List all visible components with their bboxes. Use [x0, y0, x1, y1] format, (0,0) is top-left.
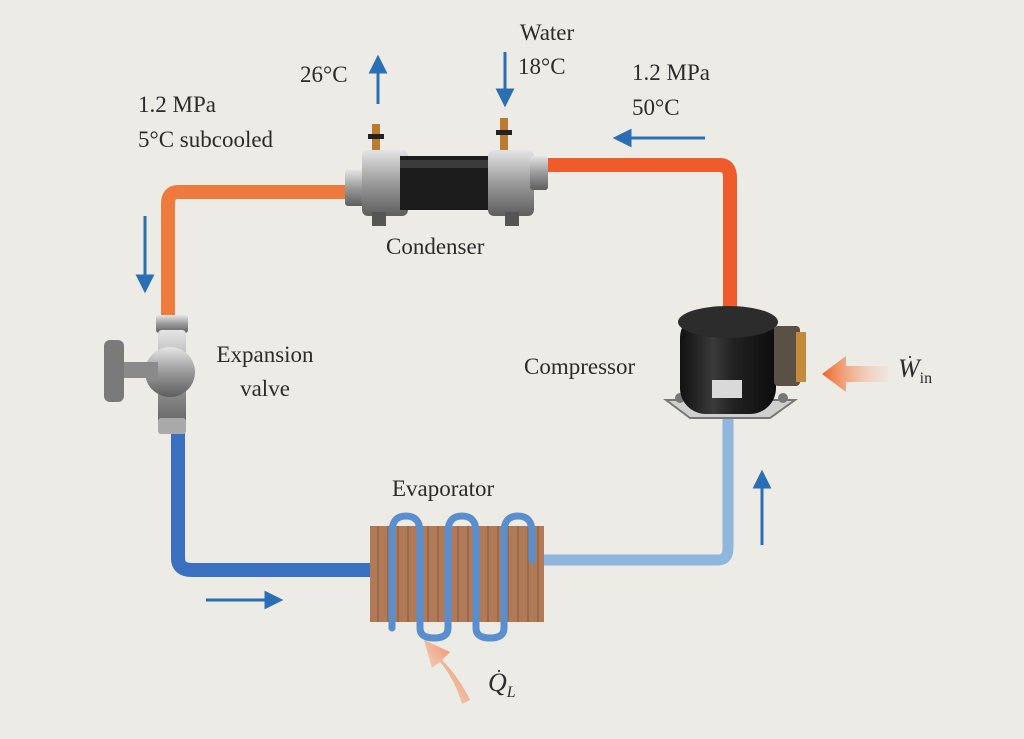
inlet-pressure: 1.2 MPa: [632, 60, 710, 85]
inlet-temperature: 50°C: [632, 95, 680, 120]
work-input-symbol: ·Win: [898, 347, 933, 394]
hot-pipe-top-right: [545, 158, 737, 318]
water-inlet-temp: 18°C: [518, 54, 566, 79]
flow-arrows: [135, 52, 772, 610]
expansion-valve-label-line1: Expansion: [216, 342, 314, 367]
expansion-valve-label-line2: valve: [240, 376, 290, 401]
work-symbol-letter: ·W: [898, 347, 920, 383]
arrow-water-out-icon: [368, 54, 388, 104]
heat-in-arrow-icon: [424, 640, 470, 704]
hot-pipe-top-left: [161, 185, 348, 318]
work-in-arrow-icon: [822, 356, 888, 392]
compressor-label: Compressor: [524, 354, 636, 379]
pipes: [161, 158, 737, 577]
water-label: Water: [519, 20, 575, 45]
condenser-unit: [345, 118, 548, 226]
arrow-water-in-icon: [495, 52, 515, 108]
arrow-right-up-icon: [752, 469, 772, 545]
heat-subscript: L: [506, 684, 516, 701]
compressor-unit: [663, 306, 806, 419]
outlet-pressure: 1.2 MPa: [138, 92, 216, 117]
work-subscript: in: [919, 370, 933, 387]
condenser-label: Condenser: [386, 234, 485, 259]
outlet-state: 5°C subcooled: [138, 127, 274, 152]
energy-arrows: [424, 356, 888, 704]
evaporator-unit: [370, 512, 544, 642]
water-outlet-temp: 26°C: [300, 62, 348, 87]
expansion-valve: [104, 315, 195, 434]
arrow-inlet-icon: [612, 128, 705, 148]
heat-symbol-letter: ·Q: [488, 661, 507, 697]
heat-input-symbol: ·QL: [488, 661, 516, 708]
evaporator-label: Evaporator: [392, 476, 495, 501]
arrow-bottom-right-icon: [206, 590, 284, 610]
arrow-left-down-icon: [135, 216, 155, 294]
cold-pipe-left-bottom: [171, 430, 375, 577]
cold-pipe-right-bottom: [540, 418, 734, 566]
